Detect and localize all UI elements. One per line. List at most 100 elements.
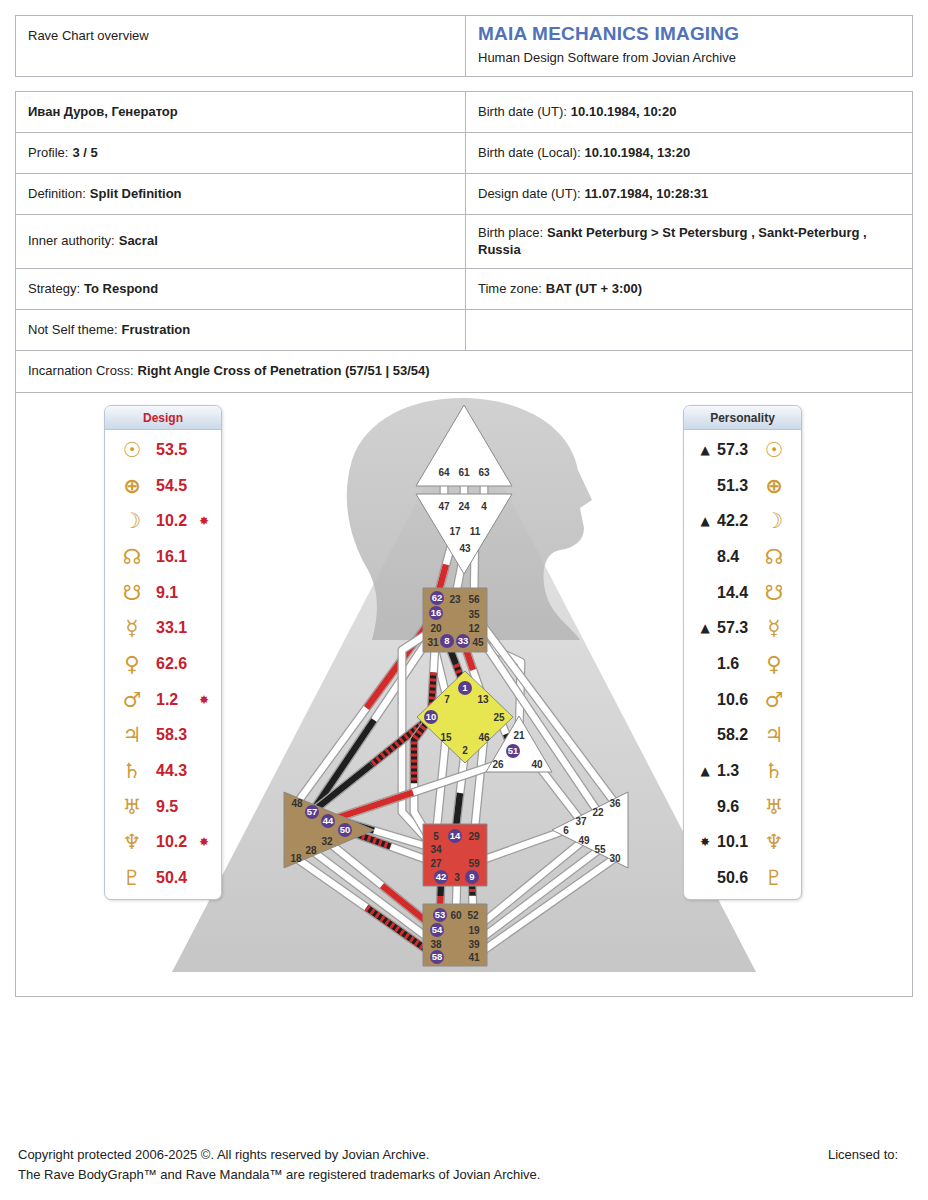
channel-fill (474, 830, 566, 863)
table-cell (465, 309, 913, 351)
energy-center: 514293427594239 (423, 824, 487, 886)
channel-line (311, 850, 436, 944)
energy-center: 3622376495530 (552, 792, 628, 868)
panel-heading: Design (105, 406, 221, 430)
cell-text: Definition: Split Definition (28, 186, 182, 203)
channel-fill (311, 850, 436, 944)
gate-number: 59 (468, 858, 479, 869)
planet-glyph: ♇ (123, 866, 142, 890)
field-name: Inner authority: (28, 233, 115, 248)
channel-line (328, 764, 498, 821)
gate-line-value: 1.2 (156, 691, 178, 709)
field-value: Sacral (119, 233, 158, 248)
table-cell: Strategy: To Respond (15, 268, 466, 310)
header-title: Rave Chart overview (28, 28, 149, 43)
active-gate: 8 (440, 634, 454, 648)
gate-number: 7 (444, 694, 450, 705)
gate-number: 39 (468, 939, 479, 950)
field-name: Definition: (28, 186, 86, 201)
planet-glyph: ☊ (765, 545, 784, 569)
gate-line-value: 1.3 (717, 762, 739, 780)
field-value: Split Definition (90, 186, 182, 201)
gate-number: 17 (449, 526, 460, 537)
gate-number: 30 (609, 853, 620, 864)
energy-center: 536052541938395841 (423, 904, 487, 966)
activation-marker: ▲ (700, 443, 709, 457)
gate-line-value: 44.3 (156, 762, 187, 780)
gate-number: 52 (467, 910, 478, 921)
gate-line-value: 42.2 (717, 512, 748, 530)
channel-fill (328, 764, 498, 821)
field-value: To Respond (84, 281, 158, 296)
footer-note: The Rave BodyGraph™ and Rave Mandala™ ar… (18, 1167, 540, 1182)
footer-note: Copyright protected 2006-2025 ©. All rig… (18, 1147, 429, 1162)
center-outline (284, 792, 374, 868)
planet-glyph: ♂ (123, 688, 142, 712)
gate-line-value: 10.2 (156, 512, 187, 530)
gate-line-value: 8.4 (717, 548, 739, 566)
gate-number: 23 (449, 594, 460, 605)
channel-fill (474, 849, 600, 944)
field-value: Right Angle Cross of Penetration (57/51 … (138, 363, 430, 378)
gate-number: 63 (478, 467, 489, 478)
gate-number: 11 (470, 526, 481, 537)
active-gate: 53 (433, 908, 447, 922)
channel-outline (474, 830, 566, 863)
planet-glyph: ☽ (765, 509, 784, 533)
active-gate: 42 (434, 870, 448, 884)
gate-line-value: 58.3 (156, 726, 187, 744)
head-silhouette (347, 398, 592, 640)
planet-glyph: ♀ (766, 652, 781, 676)
gate-line-value: 33.1 (156, 619, 187, 637)
cell-text: Design date (UT):11.07.1984, 10:28:31 (478, 186, 708, 203)
field-value: 10.10.1984, 13:20 (585, 145, 691, 160)
cell-text: Strategy: To Respond (28, 281, 158, 298)
gate-number: 26 (492, 759, 503, 770)
activation-marker: ✸ (199, 835, 209, 849)
planet-glyph: ⊕ (123, 474, 141, 498)
energy-center: 47244171143 (416, 494, 512, 574)
field-name: Birth date (Local): (478, 145, 581, 160)
table-cell: Time zone:BAT (UT + 3:00) (465, 268, 913, 310)
gate-number: 48 (291, 798, 302, 809)
table-cell: Not Self theme:Frustration (15, 309, 466, 351)
channel-fill (474, 858, 615, 957)
cell-text: Profile:3 / 5 (28, 145, 98, 162)
planet-panel: Design53.554.510.216.19.133.162.61.258.3… (104, 405, 222, 900)
table-cell: Birth date (Local): 10.10.1984, 13:20 (465, 132, 913, 174)
channel-outline (474, 849, 600, 944)
channel-outline (455, 750, 465, 836)
center-outline (486, 716, 552, 772)
gate-number: 36 (609, 798, 620, 809)
energy-center: 622356163512203183345 (423, 588, 487, 652)
gate-line-value: 16.1 (156, 548, 187, 566)
gate-number: 24 (458, 501, 469, 512)
field-name: Birth date (UT): (478, 104, 567, 119)
planet-glyph: ♀ (124, 652, 139, 676)
field-name: Strategy: (28, 281, 80, 296)
planet-glyph: ♅ (765, 795, 784, 819)
channel-line (296, 858, 437, 957)
gate-number: 35 (468, 609, 479, 620)
center-outline (423, 904, 487, 966)
center-outline (416, 405, 512, 486)
gate-line-value: 57.3 (717, 619, 748, 637)
gate-number: 32 (321, 836, 332, 847)
channel-line (474, 858, 615, 957)
cell-text: Birth date (Local): 10.10.1984, 13:20 (478, 145, 690, 162)
field-value: 10.10.1984, 10:20 (571, 104, 677, 119)
planet-glyph: ⊕ (765, 474, 783, 498)
gate-number: 5 (433, 831, 439, 842)
planet-glyph: ☉ (123, 438, 142, 462)
planet-glyph: ☿ (768, 616, 781, 640)
table-cell: Definition: Split Definition (15, 173, 466, 215)
brand-subtitle: Human Design Software from Jovian Archiv… (478, 50, 739, 67)
planet-panel: Personality57.351.342.28.414.457.31.610.… (683, 405, 802, 900)
center-outline (423, 588, 487, 652)
gate-number: 46 (478, 732, 489, 743)
gate-line-value: 9.5 (156, 798, 178, 816)
channel-outline (474, 858, 615, 957)
table-cell: Design date (UT):11.07.1984, 10:28:31 (465, 173, 913, 215)
cell-text: Rave Chart overview (28, 28, 149, 45)
